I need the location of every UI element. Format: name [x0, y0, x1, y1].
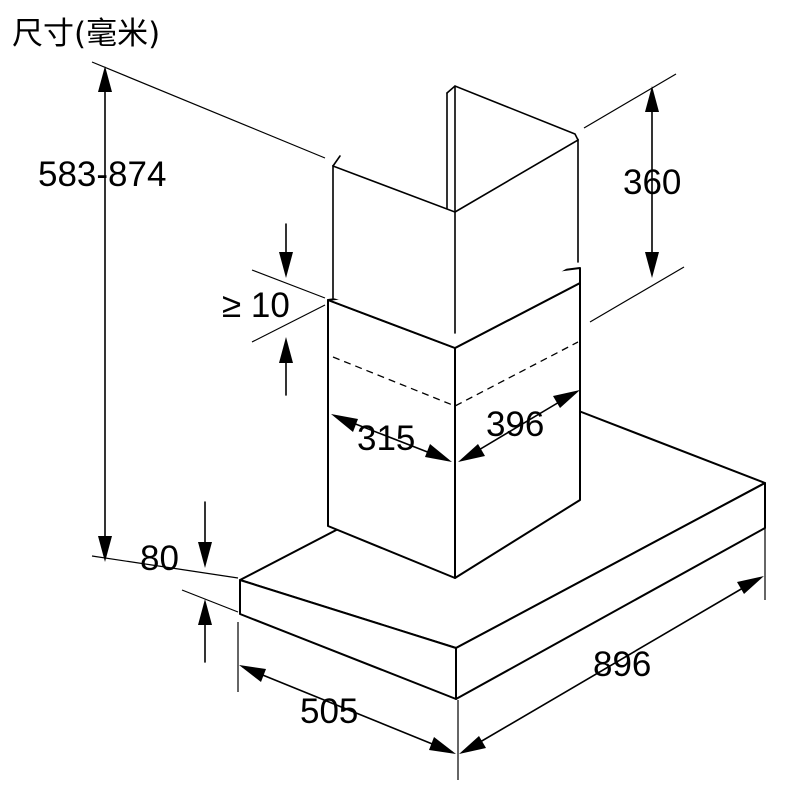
arrow-right-icon: [553, 390, 580, 408]
arrow-up-icon: [98, 66, 112, 92]
arrow-right-icon: [737, 576, 764, 594]
canopy-width-label: 896: [593, 645, 651, 684]
arrowheads: [98, 66, 764, 754]
chimney-upper: [332, 85, 579, 334]
arrow-down-icon: [645, 252, 659, 278]
arrow-left-icon: [458, 444, 485, 462]
arrow-right-icon: [425, 444, 452, 462]
arrow-right-icon: [429, 737, 456, 754]
extension-lines: [91, 61, 766, 780]
arrow-up-icon: [645, 86, 659, 112]
arrow-up-icon: [198, 599, 212, 625]
arrow-down-icon: [198, 542, 212, 568]
canopy-height-label: 80: [140, 539, 179, 578]
arrow-left-icon: [459, 736, 486, 754]
overlap-min-label: ≥ 10: [222, 286, 290, 325]
arrow-up-icon: [279, 337, 293, 363]
diagram-title: 尺寸(毫米): [12, 16, 160, 52]
arrow-down-icon: [98, 536, 112, 562]
dimension-labels: 583-874 360 ≥ 10 315 396 80 505 896: [38, 155, 681, 731]
arrow-down-icon: [279, 252, 293, 278]
chimney-depth-label: 396: [486, 405, 544, 444]
total-height-label: 583-874: [38, 155, 166, 194]
arrow-left-icon: [331, 414, 358, 432]
canopy-depth-label: 505: [300, 692, 358, 731]
arrow-left-icon: [239, 665, 266, 682]
chimney-width-label: 315: [357, 419, 415, 458]
chimney-upper-label: 360: [623, 163, 681, 202]
